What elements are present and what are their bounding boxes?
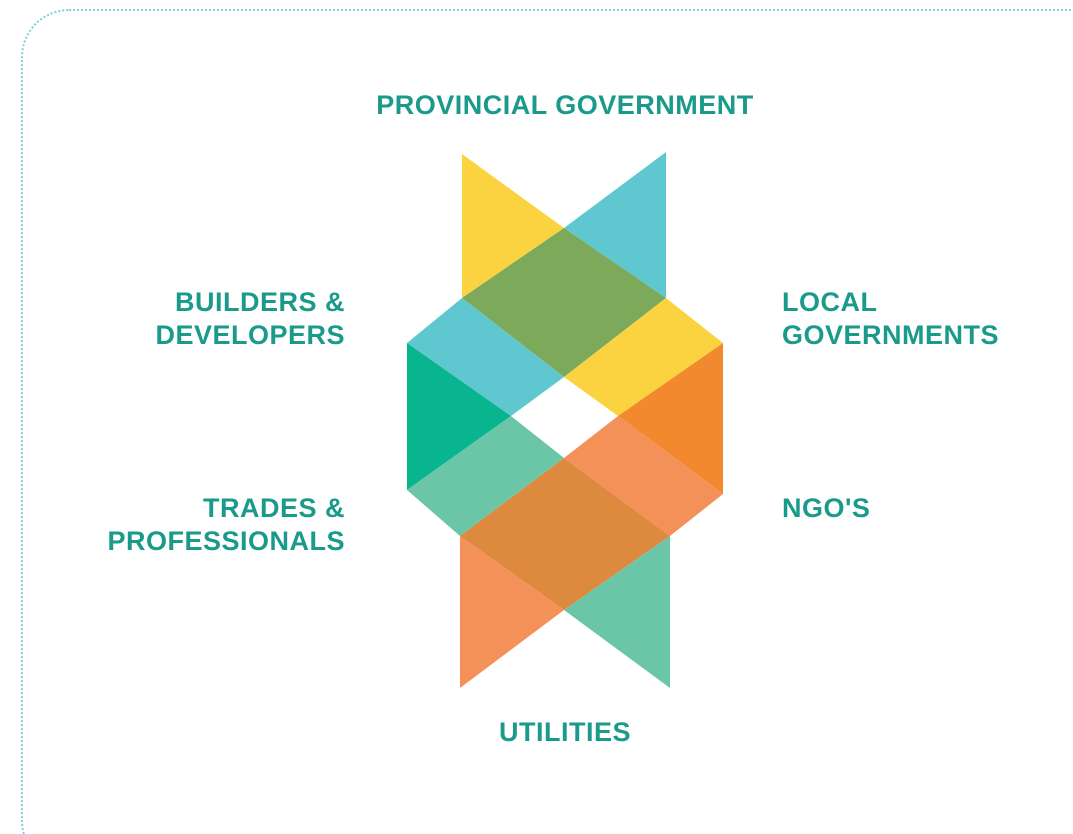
label-utilities-text: UTILITIES bbox=[499, 717, 631, 747]
dotted-frame bbox=[21, 9, 1073, 834]
label-provincial-government: PROVINCIAL GOVERNMENT bbox=[0, 89, 1073, 122]
label-provincial-government-text: PROVINCIAL GOVERNMENT bbox=[376, 90, 754, 120]
upper-yellow-triangle bbox=[462, 154, 564, 298]
label-builders-developers: BUILDERS & DEVELOPERS bbox=[60, 286, 345, 352]
left-blue-band bbox=[407, 298, 564, 416]
lower-teal-triangle bbox=[564, 536, 670, 688]
lower-orange-triangle bbox=[460, 536, 564, 688]
label-builders-line2: DEVELOPERS bbox=[155, 320, 345, 350]
right-yellow-band bbox=[564, 298, 723, 416]
label-builders-line1: BUILDERS & bbox=[174, 287, 345, 317]
upper-green-diamond bbox=[462, 228, 666, 377]
left-light-teal-band bbox=[407, 416, 564, 536]
label-utilities: UTILITIES bbox=[0, 716, 1073, 749]
lower-brown-diamond bbox=[460, 458, 670, 610]
label-local-governments: LOCAL GOVERNMENTS bbox=[782, 286, 1067, 352]
right-orange-triangle bbox=[618, 343, 723, 494]
label-trades-professionals: TRADES & PROFESSIONALS bbox=[60, 492, 345, 558]
left-teal-triangle bbox=[407, 343, 511, 490]
label-ngos-text: NGO'S bbox=[782, 493, 871, 523]
label-local-line1: LOCAL bbox=[782, 287, 878, 317]
label-trades-line1: TRADES & bbox=[202, 493, 345, 523]
label-local-line2: GOVERNMENTS bbox=[782, 320, 1000, 350]
right-light-orange-band bbox=[564, 416, 723, 536]
label-trades-line2: PROFESSIONALS bbox=[107, 526, 345, 556]
label-ngos: NGO'S bbox=[782, 492, 1067, 525]
upper-blue-triangle bbox=[564, 152, 666, 298]
